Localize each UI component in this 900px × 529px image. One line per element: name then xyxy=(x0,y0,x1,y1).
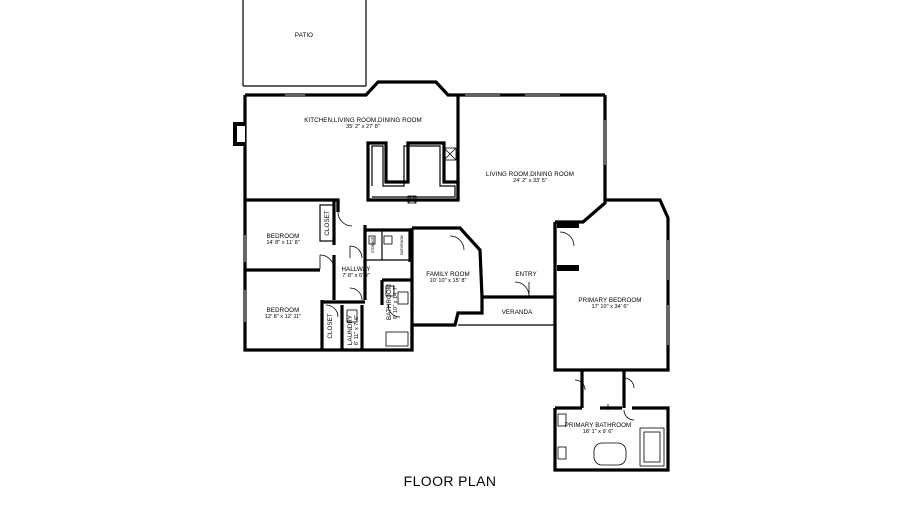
laundry-dims: 6' 11" x 7' 6" xyxy=(354,315,360,345)
family-room-label: FAMILY ROOM xyxy=(426,271,470,278)
page-title: FLOOR PLAN xyxy=(403,473,497,489)
bedroom1-dims: 14' 8" x 11' 8" xyxy=(266,240,299,246)
primary-bedroom-label: PRIMARY BEDROOM xyxy=(578,297,641,304)
primary-bathroom-label: PRIMARY BATHROOM xyxy=(565,422,632,429)
closet2-label: CLOSET xyxy=(327,313,334,338)
interior-walls xyxy=(245,95,579,350)
exterior-walls xyxy=(233,80,670,472)
hallway-label: HALLWAY xyxy=(341,266,370,273)
kitchen-label: KITCHEN,LIVING ROOM,DINING ROOM xyxy=(304,117,422,124)
windows xyxy=(244,94,669,345)
fixtures xyxy=(346,147,665,467)
laundry-label: LAUNDRY xyxy=(347,315,354,345)
entry-label: ENTRY xyxy=(515,271,536,278)
bathroom-small-label: BATHROOM xyxy=(400,235,404,255)
hallway-dims: 7' 8" x 6' 9" xyxy=(342,273,370,279)
primary-bathroom-dims: 18' 1" x 9' 6" xyxy=(583,429,614,435)
doors xyxy=(319,211,635,421)
bathroom-dims: 6' 10" x 14' 7" xyxy=(393,285,399,319)
bathroom-label: BATHROOM xyxy=(386,284,393,320)
primary-bedroom-dims: 17' 10" x 34' 6" xyxy=(592,304,629,310)
living-dims: 24' 2" x 33' 5" xyxy=(513,178,547,184)
kitchen-dims: 35' 2" x 27' 8" xyxy=(346,124,380,130)
closet1-label: CLOSET xyxy=(324,210,331,235)
patio-label: PATIO xyxy=(295,32,313,39)
patio-outline xyxy=(242,0,367,87)
bedroom1-label: BEDROOM xyxy=(267,233,300,240)
veranda-label: VERANDA xyxy=(502,309,533,316)
family-room-dims: 10' 10" x 15' 8" xyxy=(430,278,467,284)
living-label: LIVING ROOM,DINING ROOM xyxy=(486,171,574,178)
bedroom2-label: BEDROOM xyxy=(267,307,300,314)
storage-label: STORAGE xyxy=(371,236,375,253)
bedroom2-dims: 12' 8" x 12' 11" xyxy=(265,314,301,320)
